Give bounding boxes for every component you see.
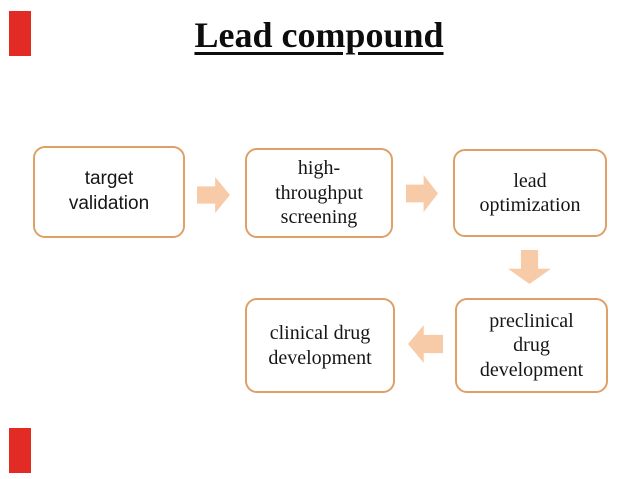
flow-node-preclinical-drug-development: preclinical drug development bbox=[455, 298, 608, 393]
flow-arrow-right-icon bbox=[406, 175, 438, 212]
flow-node-label: lead optimization bbox=[479, 169, 581, 216]
flow-node-label: clinical drug development bbox=[268, 322, 372, 369]
flow-arrow-right-icon bbox=[197, 177, 230, 213]
flow-node-lead-optimization: lead optimization bbox=[453, 149, 607, 237]
red-accent-bar-bottom bbox=[9, 428, 31, 473]
slide-title-text: Lead compound bbox=[194, 15, 444, 55]
flow-node-high-throughput-screening: high- throughput screening bbox=[245, 148, 393, 238]
flow-arrow-down-icon bbox=[508, 250, 551, 284]
red-accent-bar-top bbox=[9, 11, 31, 56]
slide-title: Lead compound bbox=[0, 14, 638, 56]
flow-node-label: high- throughput screening bbox=[275, 157, 363, 229]
flow-node-clinical-drug-development: clinical drug development bbox=[245, 298, 395, 393]
flow-node-target-validation: target validation bbox=[33, 146, 185, 238]
flow-node-label: target validation bbox=[68, 168, 150, 214]
flow-node-label: preclinical drug development bbox=[479, 309, 584, 381]
flow-arrow-left-icon bbox=[408, 325, 443, 363]
